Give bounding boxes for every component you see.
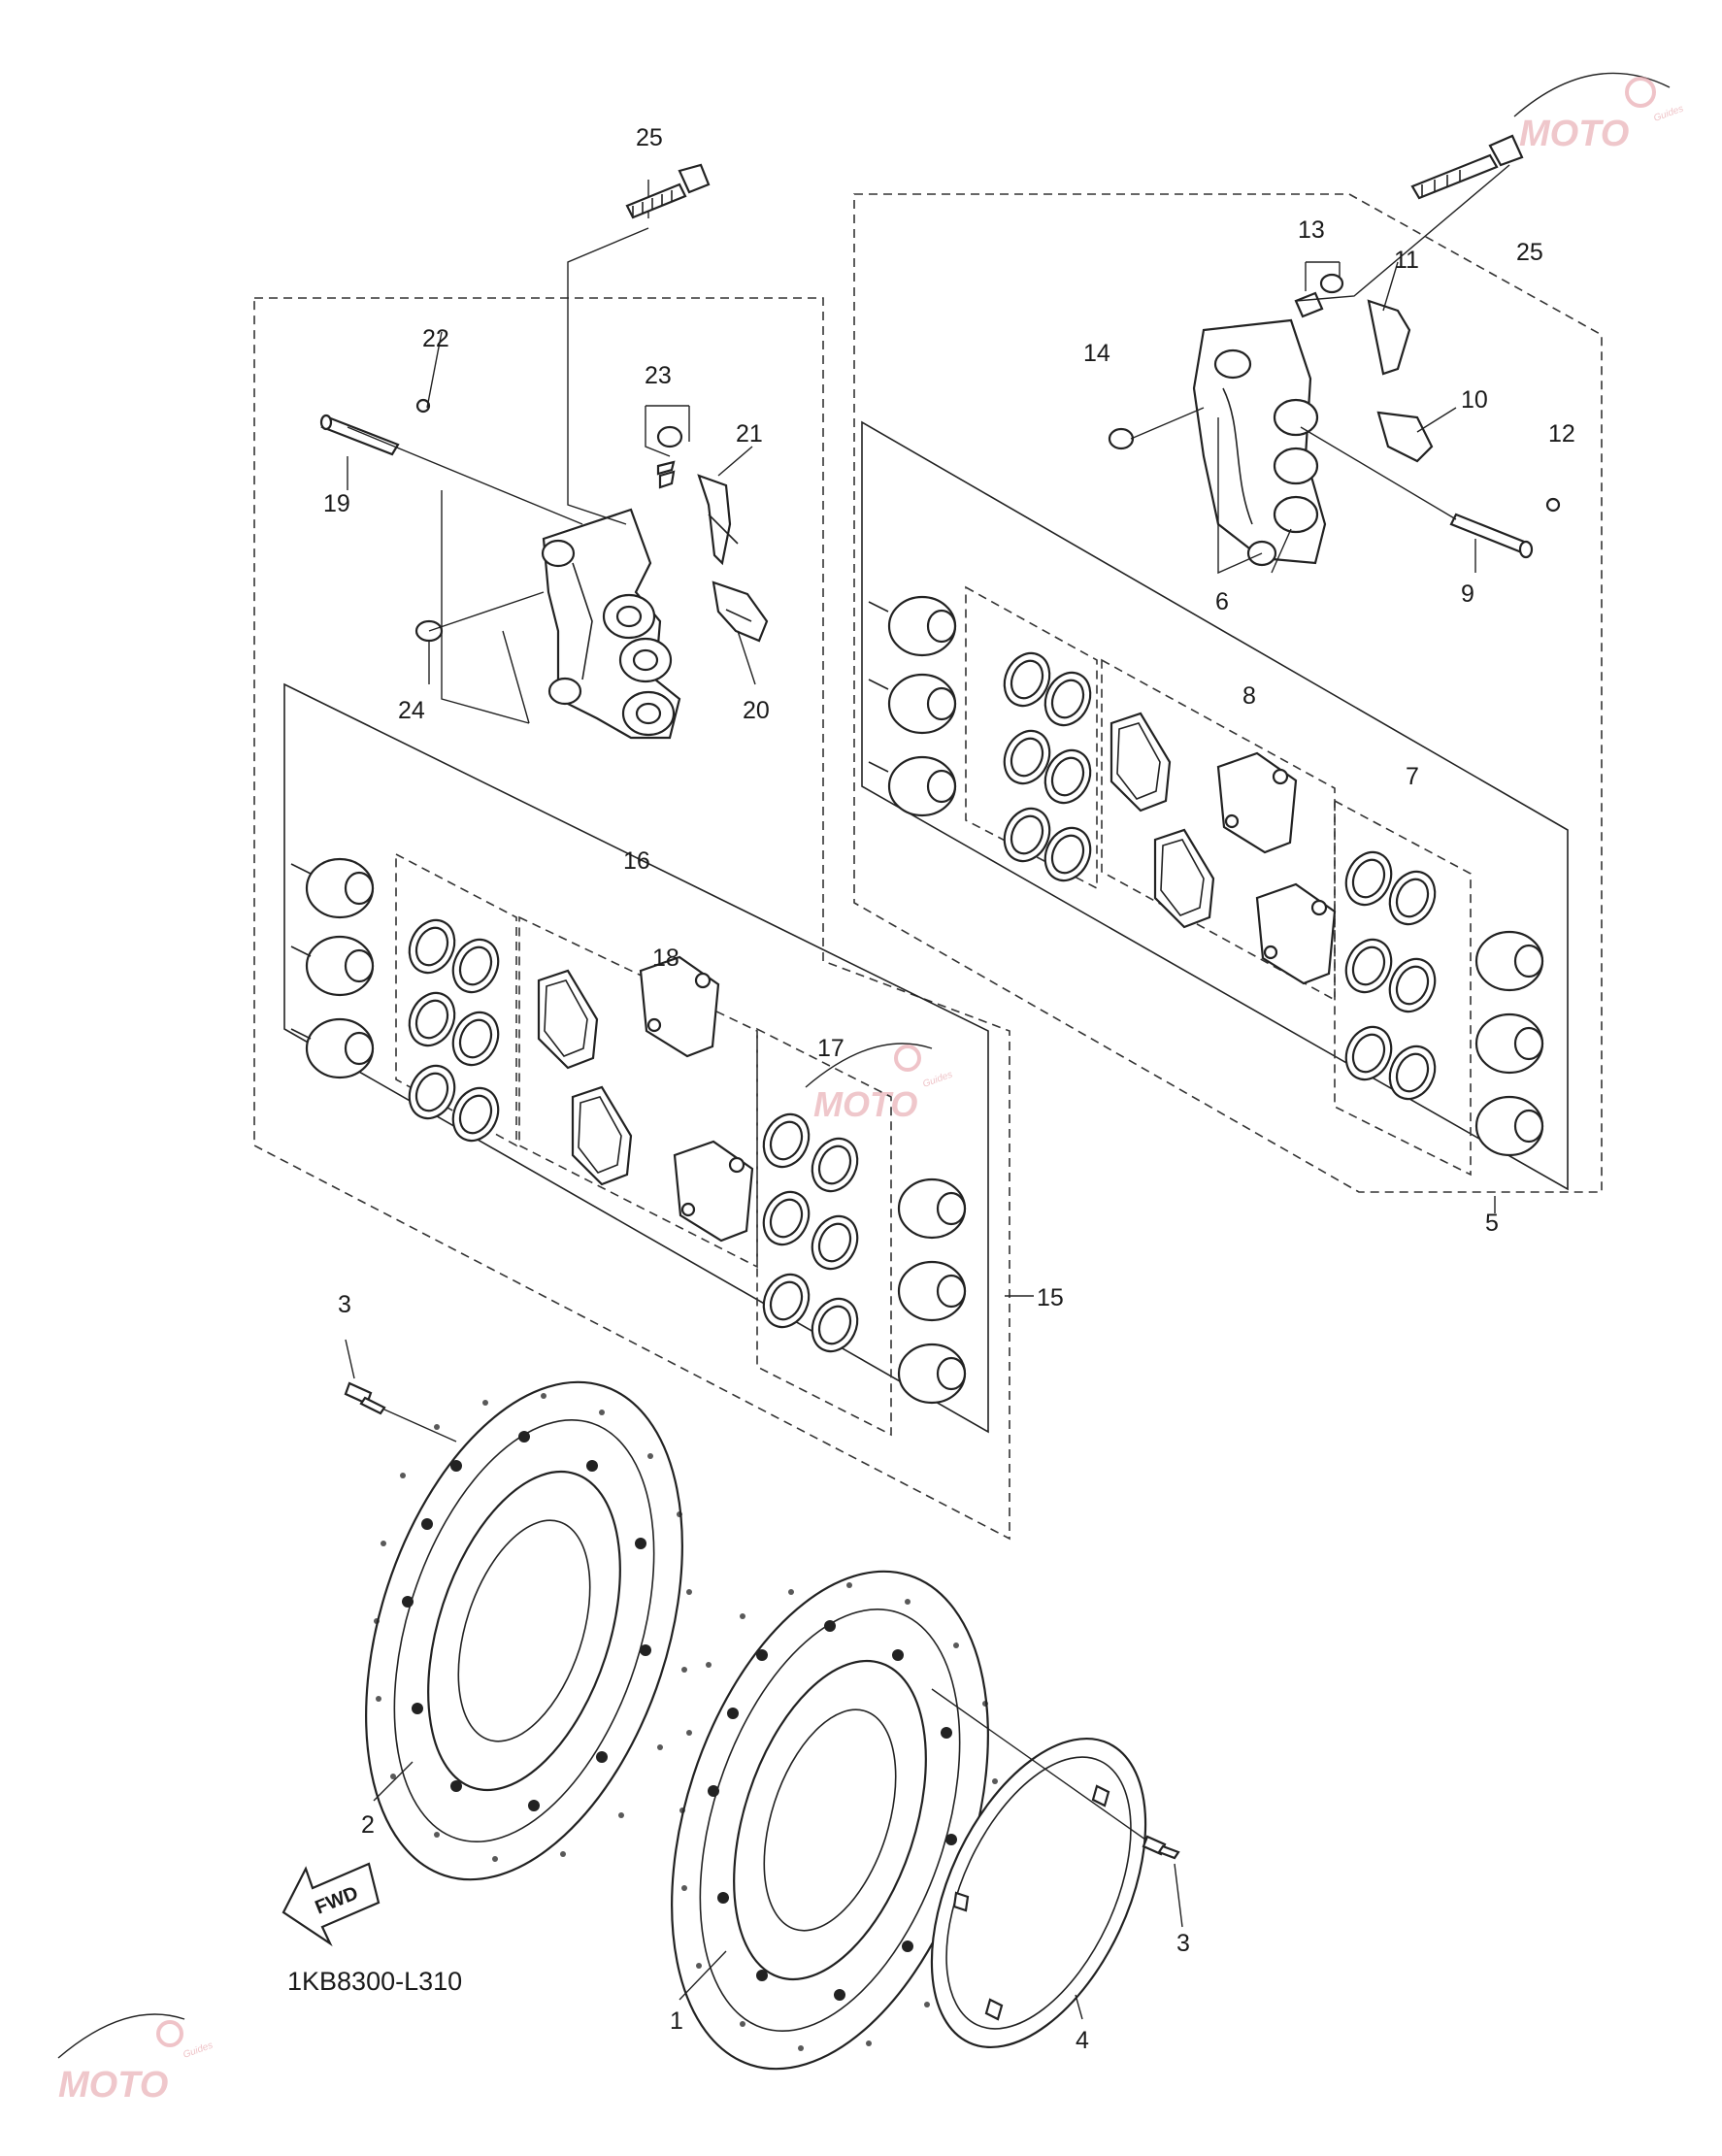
callout-labels: 25 25 22 23 21 19 24 20 16 18 17 15 13 1… [323,124,1575,2054]
left-kit-box [283,682,989,1434]
watermark-brand-top: MOTO [1519,114,1629,154]
watermark-brand-bottom: MOTO [58,2065,168,2106]
forward-arrow: FWD [281,1862,381,1947]
callout-1: 1 [670,2007,683,2035]
sensor-ring-4 [930,1737,1147,2049]
callout-22: 22 [422,325,449,352]
callout-9: 9 [1461,580,1474,608]
callout-17: 17 [817,1035,844,1062]
callout-25-left: 25 [636,124,663,151]
callout-6: 6 [1215,588,1229,615]
callout-12: 12 [1548,420,1575,448]
callout-3-right: 3 [1176,1930,1190,1957]
left-spring-20 [712,580,769,643]
callout-3-left: 3 [338,1291,351,1318]
watermark-sub-bottom: Guides [182,2040,215,2061]
brake-disc-2 [365,1380,692,1881]
callout-19: 19 [323,490,350,517]
callout-5: 5 [1485,1210,1499,1237]
left-bolt-25 [625,163,711,219]
callout-8: 8 [1242,682,1256,710]
callout-25-right: 25 [1516,239,1543,266]
watermark-bottom-left: MOTO Guides [57,2013,215,2106]
right-caliper-body [1192,318,1327,567]
right-bolt-25 [1410,134,1524,200]
watermark-brand-center: MOTO [813,1084,917,1124]
callout-7: 7 [1406,763,1419,790]
callout-14: 14 [1083,340,1110,367]
watermark-top-right: MOTO Guides [1513,72,1685,154]
watermark-center: MOTO Guides [805,1043,954,1124]
right-pin-9 [1449,497,1561,559]
callout-16: 16 [623,847,650,875]
left-assembly-box [253,297,1010,1541]
right-assembly-box [853,193,1603,1193]
left-clip-21 [697,474,739,566]
callout-10: 10 [1461,386,1488,414]
right-kit-box [861,420,1569,1191]
right-spring-10 [1376,411,1434,463]
left-caliper-body [541,508,681,740]
left-bleed-23 [656,425,683,489]
callout-24: 24 [398,697,425,724]
callout-18: 18 [652,945,679,972]
watermark-sub-center: Guides [921,1070,954,1090]
right-washer-14 [1108,427,1135,450]
callout-11: 11 [1394,247,1419,274]
watermark-sub-top: Guides [1652,104,1685,124]
brake-disc-1 [671,1570,998,2071]
callout-2: 2 [361,1811,375,1839]
callout-13: 13 [1298,216,1325,244]
disc-bolt-3-right [1142,1835,1180,1860]
right-bleed-13 [1294,273,1344,318]
callout-23: 23 [645,362,672,389]
left-pin-19 [319,398,431,456]
callout-4: 4 [1076,2027,1089,2054]
right-clip-11 [1367,299,1411,376]
callout-15: 15 [1037,1284,1064,1311]
disc-bolt-3-left [344,1381,386,1415]
diagram-code: 1KB8300-L310 [287,1967,462,1996]
callout-21: 21 [736,420,763,448]
callout-20: 20 [743,697,770,724]
